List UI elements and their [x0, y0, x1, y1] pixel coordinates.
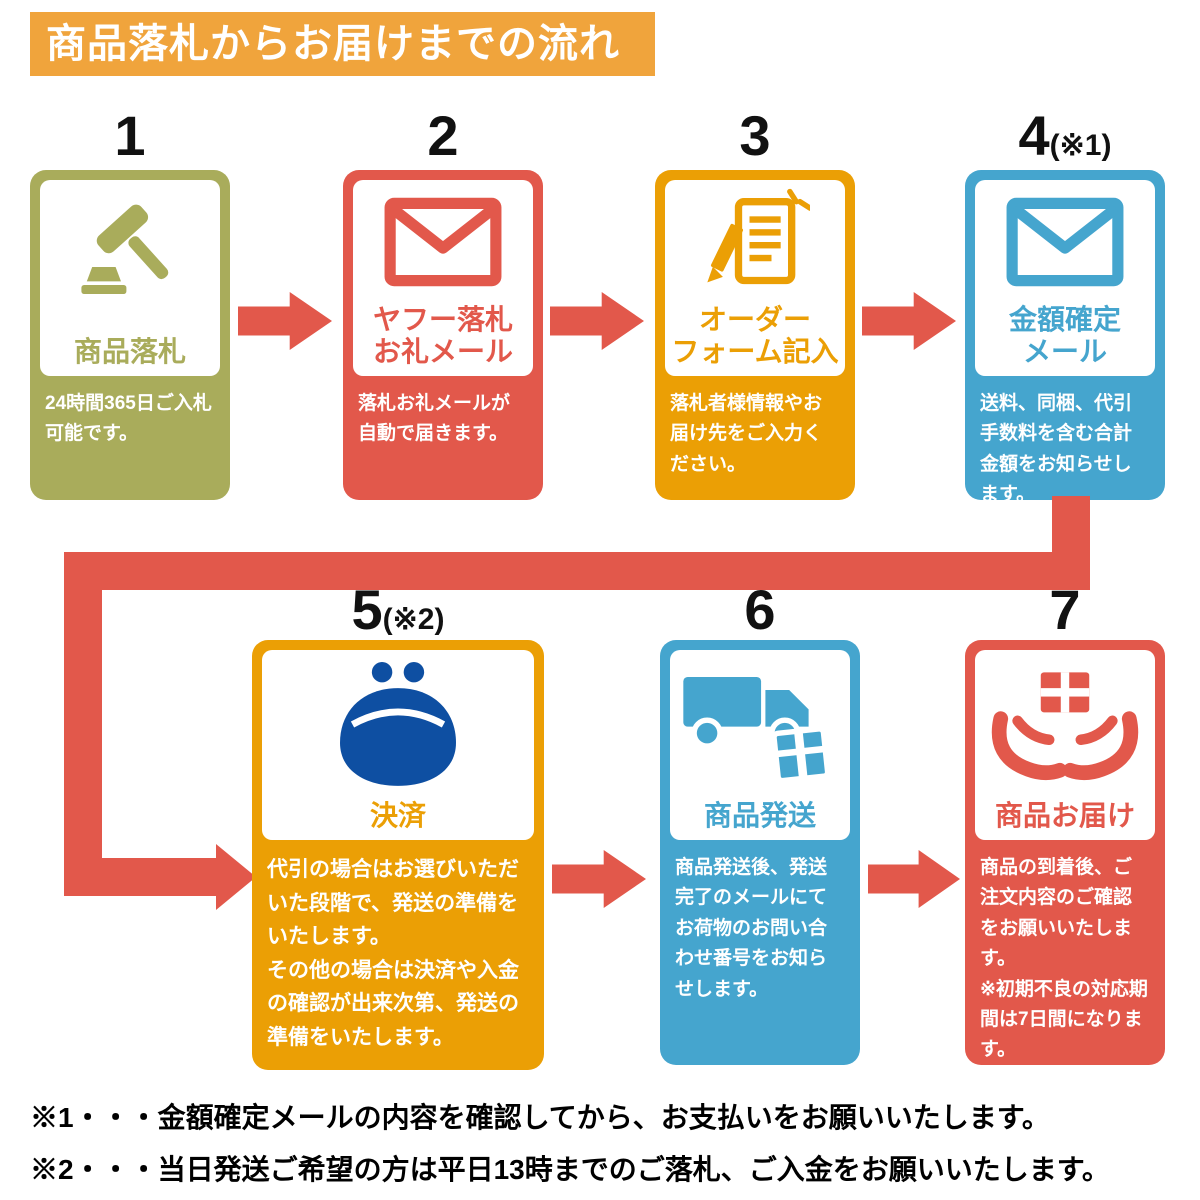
hands-box-icon: [975, 650, 1155, 800]
connector-arrowhead: [216, 844, 256, 910]
step-card-5: 決済 代引の場合はお選びいただいた段階で、発送の準備をいたします。 その他の場合…: [252, 640, 544, 1070]
step-title: 金額確定 メール: [1008, 303, 1121, 367]
step-number-text: 7: [1049, 578, 1081, 641]
step-card-1: 商品落札 24時間365日ご入札可能です。: [30, 170, 230, 500]
step-title: 商品落札: [73, 335, 186, 367]
step-title: 商品発送: [703, 799, 816, 831]
truck-box-icon: [670, 650, 850, 800]
step-title: 商品お届け: [994, 799, 1135, 831]
step-title: ヤフー落札 お礼メール: [372, 303, 513, 367]
step-number-text: 1: [114, 104, 146, 167]
footnote-2: ※2・・・当日発送ご希望の方は平日13時までのご落札、ご入金をお願いいたします。: [30, 1154, 1110, 1185]
step-description: 送料、同梱、代引手数料を含む合計金額をお知らせします。: [980, 393, 1133, 506]
mail-icon: [975, 180, 1155, 304]
connector-segment-across: [64, 552, 1090, 590]
step-number-text: 4: [1018, 104, 1050, 167]
form-pencil-icon: [665, 180, 845, 304]
step-title: 決済: [369, 799, 426, 831]
flow-arrow-1-2: [238, 292, 332, 350]
flow-arrow-6-7: [868, 850, 960, 908]
step-5-panel: 決済: [262, 650, 534, 840]
step-title: オーダー フォーム記入: [671, 303, 839, 367]
step-3-panel: オーダー フォーム記入: [665, 180, 845, 376]
flow-arrow-2-3: [550, 292, 644, 350]
step-number-text: 3: [739, 104, 771, 167]
step-number-2: 2: [343, 108, 543, 164]
step-7-panel: 商品お届け: [975, 650, 1155, 840]
step-card-4: 金額確定 メール 送料、同梱、代引手数料を含む合計金額をお知らせします。: [965, 170, 1165, 505]
step-card-2: ヤフー落札 お礼メール 落札お礼メールが自動で届きます。: [343, 170, 543, 500]
step-description: 24時間365日ご入札可能です。: [45, 393, 212, 445]
step-description: 代引の場合はお選びいただいた段階で、発送の準備をいたします。 その他の場合は決済…: [267, 858, 519, 1049]
page-title-banner: 商品落札からお届けまでの流れ: [30, 12, 655, 76]
step-card-3: オーダー フォーム記入 落札者様情報やお届け先をご入力ください。: [655, 170, 855, 500]
step-number-text: 5: [351, 578, 383, 641]
step-description: 商品の到着後、ご注文内容のご確認をお願いいたします。 ※初期不良の対応期間は7日…: [980, 857, 1148, 1061]
flow-arrow-5-6: [552, 850, 646, 908]
coin-purse-icon: [262, 650, 534, 800]
step-number-text: 2: [427, 104, 459, 167]
step-number-text: 6: [744, 578, 776, 641]
step-number-6: 6: [660, 582, 860, 638]
mail-icon: [353, 180, 533, 304]
step-2-panel: ヤフー落札 お礼メール: [353, 180, 533, 376]
step-number-3: 3: [655, 108, 855, 164]
flow-arrow-3-4: [862, 292, 956, 350]
step-description: 落札者様情報やお届け先をご入力ください。: [670, 393, 823, 475]
step-card-7: 商品お届け 商品の到着後、ご注文内容のご確認をお願いいたします。 ※初期不良の対…: [965, 640, 1165, 1065]
connector-segment-bottom: [64, 858, 218, 896]
step-description: 商品発送後、発送完了のメールにてお荷物のお問い合わせ番号をお知らせします。: [675, 857, 828, 1000]
step-number-suffix: (※2): [382, 603, 445, 636]
step-number-4: 4(※1): [965, 108, 1165, 164]
gavel-icon: [40, 180, 220, 336]
step-1-panel: 商品落札: [40, 180, 220, 376]
step-number-7: 7: [965, 582, 1165, 638]
step-card-6: 商品発送 商品発送後、発送完了のメールにてお荷物のお問い合わせ番号をお知らせしま…: [660, 640, 860, 1065]
step-number-1: 1: [30, 108, 230, 164]
footnote-1: ※1・・・金額確定メールの内容を確認してから、お支払いをお願いいたします。: [30, 1102, 1050, 1133]
step-4-panel: 金額確定 メール: [975, 180, 1155, 376]
step-6-panel: 商品発送: [670, 650, 850, 840]
connector-segment-left-down: [64, 552, 102, 896]
step-number-suffix: (※1): [1049, 129, 1112, 162]
step-number-5: 5(※2): [252, 582, 544, 638]
step-description: 落札お礼メールが自動で届きます。: [358, 393, 511, 445]
